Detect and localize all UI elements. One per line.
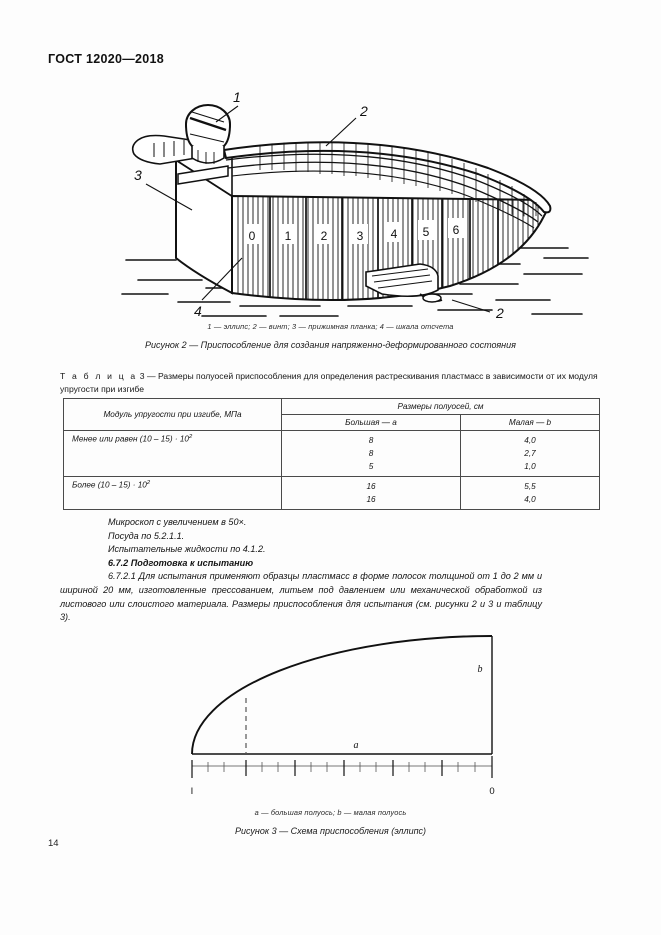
table-cell-modulus-exp: 2	[146, 480, 151, 486]
ruler-major-ticks	[191, 756, 493, 778]
table-header-row-1: Модуль упругости при изгибе, МПа Размеры…	[63, 398, 600, 431]
svg-text:4: 4	[391, 227, 398, 241]
callout-1: 3	[134, 167, 142, 183]
ellipse-quadrant-curve	[191, 635, 493, 755]
document-header: ГОСТ 12020—2018	[48, 52, 165, 66]
table-3: Модуль упругости при изгибе, МПа Размеры…	[63, 398, 600, 510]
callout-numbers: 1 2 3 4 2	[134, 89, 504, 318]
table-3-number: 3	[139, 371, 145, 381]
svg-text:0: 0	[249, 229, 256, 243]
table-header-minor: Малая — b	[460, 414, 600, 431]
callout-2-bottom: 2	[495, 305, 504, 318]
label-minor-axis: b	[478, 664, 483, 675]
body-line-microscope: Микроскоп с увеличением в 50×.	[108, 517, 247, 527]
table-header-row-2: Большая — a Малая — b	[64, 414, 600, 431]
ruler-label-left: I	[191, 786, 194, 797]
table-3-title-text: — Размеры полуосей приспособления для оп…	[60, 371, 598, 394]
ruler-label-right: 0	[489, 786, 494, 797]
table-cell-modulus-exp: 2	[188, 434, 193, 440]
table-cell-modulus-text: Менее или равен (10 – 15) · 10	[72, 434, 189, 444]
table-cell-modulus: Менее или равен (10 – 15) · 102	[63, 430, 282, 477]
screw-top	[185, 104, 231, 164]
callout-3: 2	[359, 103, 368, 119]
ellipse-left-face	[175, 158, 233, 295]
svg-text:5: 5	[423, 225, 430, 239]
callout-4: 4	[194, 303, 202, 318]
table-header-group: Размеры полуосей, см	[281, 398, 600, 415]
table-cell-modulus-text: Более (10 – 15) · 10	[72, 480, 147, 490]
figure-3-legend: a — большая полуось; b — малая полуось	[254, 808, 407, 817]
page-number: 14	[48, 838, 59, 849]
table-header-major: Большая — a	[281, 414, 461, 431]
screw-bottom-bracket	[365, 263, 443, 303]
table-3-title: Т а б л и ц а 3 — Размеры полуосей присп…	[60, 370, 605, 396]
label-major-axis: a	[354, 740, 359, 751]
figure-3-ellipse-scheme: a b	[180, 624, 520, 799]
scale-digits: 0 1 2 3 4 5 6	[244, 218, 464, 244]
svg-text:6: 6	[453, 223, 460, 237]
table-3-label: Т а б л и ц а	[60, 371, 138, 381]
body-text-block: Микроскоп с увеличением в 50×. Посуда по…	[60, 516, 542, 625]
svg-text:2: 2	[321, 229, 328, 243]
paragraph-6-7-2-1: 6.7.2.1 Для испытания применяют образцы …	[60, 571, 542, 623]
svg-text:3: 3	[357, 229, 364, 243]
table-cell-modulus: Более (10 – 15) · 102	[63, 476, 282, 510]
ruler-minor-ticks	[207, 762, 476, 772]
section-heading-6-7-2: 6.7.2 Подготовка к испытанию	[108, 557, 254, 568]
body-line-glassware: Посуда по 5.2.1.1.	[108, 530, 185, 541]
figure-2-legend: 1 — эллипс; 2 — винт; 3 — прижимная план…	[207, 322, 454, 331]
figure-3-caption: Рисунок 3 — Схема приспособления (эллипс…	[234, 826, 427, 836]
callout-2-top: 1	[233, 89, 241, 105]
body-line-liquids: Испытательные жидкости по 4.1.2.	[108, 544, 266, 555]
clamping-strip	[222, 141, 552, 229]
table-header-modulus: Модуль упругости при изгибе, МПа	[63, 398, 282, 431]
figure-2-caption: Рисунок 2 — Приспособление для создания …	[145, 340, 516, 350]
callout-leaders	[145, 105, 491, 313]
svg-text:1: 1	[285, 229, 292, 243]
figure-2-illustration: 0 1 2 3 4 5 6	[120, 88, 590, 318]
